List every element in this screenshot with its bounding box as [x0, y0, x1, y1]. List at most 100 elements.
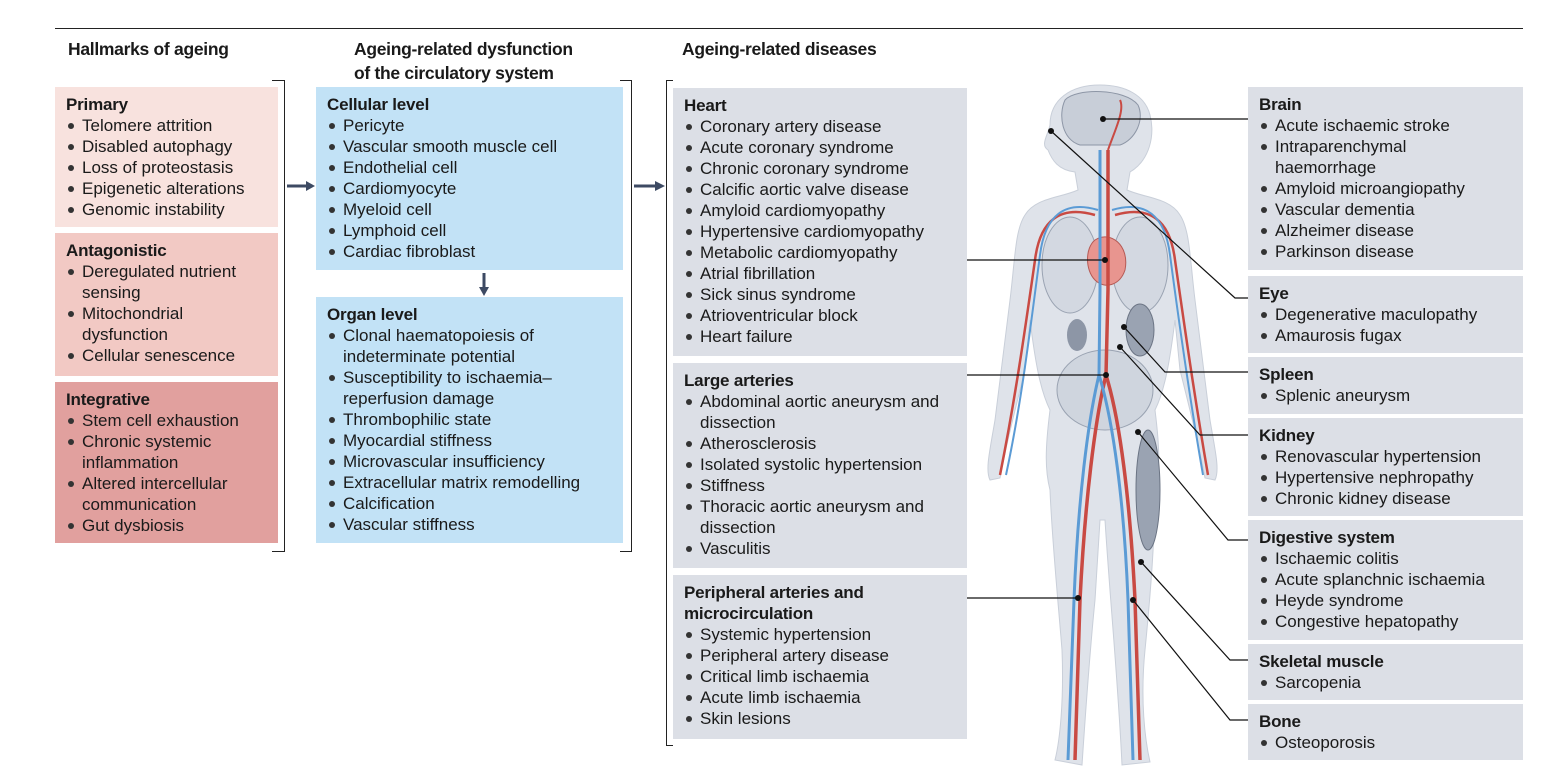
list-item: Coronary artery disease	[684, 116, 957, 137]
list-item: Myeloid cell	[327, 199, 613, 220]
hallmarks-heading: Hallmarks of ageing	[68, 39, 229, 59]
box-title: Eye	[1259, 284, 1289, 303]
item-list: Osteoporosis	[1259, 732, 1513, 753]
list-item: Chronic coronary syndrome	[684, 158, 957, 179]
list-item: Thoracic aortic aneurysm and dissection	[684, 496, 957, 538]
list-item: Parkinson disease	[1259, 241, 1483, 262]
hallmark-box-antagonistic: Antagonistic Deregulated nutrient sensin…	[55, 233, 278, 376]
box-title: Spleen	[1259, 365, 1314, 384]
list-item: Chronic kidney disease	[1259, 488, 1513, 509]
list-item: Acute coronary syndrome	[684, 137, 957, 158]
box-title: Heart	[684, 96, 727, 115]
box-title: Skeletal muscle	[1259, 652, 1384, 671]
list-item: Sarcopenia	[1259, 672, 1513, 693]
list-item: Critical limb ischaemia	[684, 666, 907, 687]
list-item: Congestive hepatopathy	[1259, 611, 1513, 632]
list-item: Acute splanchnic ischaemia	[1259, 569, 1513, 590]
list-item: Atherosclerosis	[684, 433, 957, 454]
list-item: Disabled autophagy	[66, 136, 268, 157]
large-arteries-box: Large arteries Abdominal aortic aneurysm…	[673, 363, 967, 568]
list-item: Stem cell exhaustion	[66, 410, 268, 431]
box-title: Digestive system	[1259, 528, 1395, 547]
list-item: Acute limb ischaemia	[684, 687, 907, 708]
list-item: Heyde syndrome	[1259, 590, 1513, 611]
list-item: Amyloid microangiopathy	[1259, 178, 1483, 199]
box-title: Cellular level	[327, 95, 430, 114]
list-item: Pericyte	[327, 115, 613, 136]
box-title: Large arteries	[684, 371, 794, 390]
dysfunction-heading-line2: of the circulatory system	[354, 63, 554, 83]
list-item: Metabolic cardiomyopathy	[684, 242, 957, 263]
list-item: Calcific aortic valve disease	[684, 179, 957, 200]
list-item: Amyloid cardiomyopathy	[684, 200, 957, 221]
list-item: Calcification	[327, 493, 613, 514]
list-item: Cardiomyocyte	[327, 178, 613, 199]
list-item: Systemic hypertension	[684, 624, 907, 645]
arrow-right-icon	[634, 181, 665, 191]
item-list: Abdominal aortic aneurysm and dissection…	[684, 391, 957, 559]
list-item: Mitochondrial dysfunction	[66, 303, 268, 345]
leader-lines	[967, 118, 1248, 721]
list-item: Vascular stiffness	[327, 514, 613, 535]
list-item: Susceptibility to ischaemia–reperfusion …	[327, 367, 613, 409]
item-list: Clonal haematopoiesis of indeterminate p…	[327, 325, 613, 535]
box-title: Antagonistic	[66, 241, 167, 260]
spleen-box: Spleen Splenic aneurysm	[1248, 357, 1523, 414]
list-item: Abdominal aortic aneurysm and dissection	[684, 391, 957, 433]
list-item: Vascular smooth muscle cell	[327, 136, 613, 157]
list-item: Epigenetic alterations	[66, 178, 268, 199]
spleen-shape	[1125, 303, 1155, 357]
list-item: Amaurosis fugax	[1259, 325, 1513, 346]
peripheral-arteries-box: Peripheral arteries and microcirculation…	[673, 575, 967, 739]
dysfunction-heading-line1: Ageing-related dysfunction	[354, 39, 573, 59]
muscle-shape	[1135, 429, 1161, 551]
list-item: Isolated systolic hypertension	[684, 454, 957, 475]
list-item: Genomic instability	[66, 199, 268, 220]
list-item: Acute ischaemic stroke	[1259, 115, 1483, 136]
list-item: Extracellular matrix remodelling	[327, 472, 613, 493]
arrow-right-icon	[287, 181, 315, 191]
list-item: Stiffness	[684, 475, 957, 496]
box-title: Kidney	[1259, 426, 1315, 445]
kidney-shape	[1067, 319, 1087, 351]
list-item: Gut dysbiosis	[66, 515, 268, 536]
list-item: Deregulated nutrient sensing	[66, 261, 268, 303]
list-item: Alzheimer disease	[1259, 220, 1483, 241]
box-title: Integrative	[66, 390, 150, 409]
list-item: Peripheral artery disease	[684, 645, 907, 666]
bone-box: Bone Osteoporosis	[1248, 704, 1523, 760]
leader-dots	[1048, 116, 1144, 603]
list-item: Microvascular insufficiency	[327, 451, 613, 472]
list-item: Loss of proteostasis	[66, 157, 268, 178]
list-item: Atrial fibrillation	[684, 263, 957, 284]
box-title: Peripheral arteries and microcirculation	[684, 583, 864, 623]
list-item: Vasculitis	[684, 538, 957, 559]
list-item: Cellular senescence	[66, 345, 268, 366]
list-item: Renovascular hypertension	[1259, 446, 1513, 467]
bracket-hallmarks	[272, 80, 285, 552]
item-list: Sarcopenia	[1259, 672, 1513, 693]
list-item: Endothelial cell	[327, 157, 613, 178]
list-item: Thrombophilic state	[327, 409, 613, 430]
list-item: Clonal haematopoiesis of indeterminate p…	[327, 325, 613, 367]
list-item: Vascular dementia	[1259, 199, 1483, 220]
skeletal-muscle-box: Skeletal muscle Sarcopenia	[1248, 644, 1523, 700]
list-item: Myocardial stiffness	[327, 430, 613, 451]
list-item: Intraparenchymal haemorrhage	[1259, 136, 1483, 178]
